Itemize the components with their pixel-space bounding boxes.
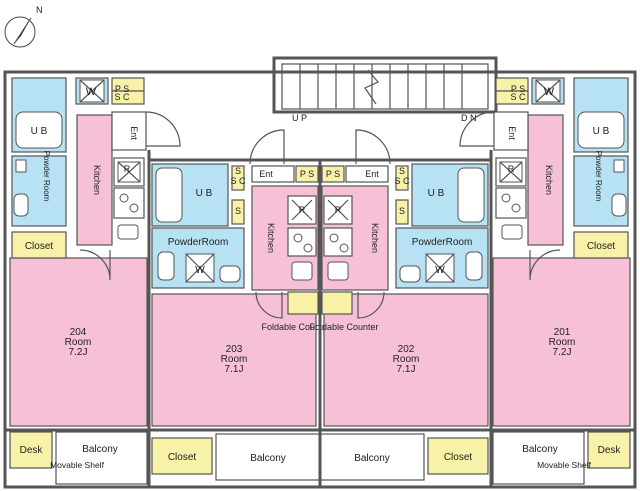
unit-202-closet-label: Closet bbox=[444, 452, 473, 463]
unit-201-closet-label: Closet bbox=[587, 241, 616, 252]
unit-203-number: 203 bbox=[226, 344, 243, 355]
unit-204-w-label: W bbox=[86, 86, 97, 98]
unit-202-closet bbox=[427, 437, 489, 475]
unit-202-powder-label: PowderRoom bbox=[412, 237, 473, 248]
unit-202-counter bbox=[321, 291, 353, 315]
unit-201-kitchen bbox=[527, 114, 564, 246]
unit-203-ps-label: P S bbox=[300, 169, 314, 179]
compass-north-label: N bbox=[36, 5, 43, 15]
unit-201-w-label: W bbox=[544, 86, 555, 98]
unit-204 bbox=[9, 77, 181, 485]
unit-202-size: 7.1J bbox=[397, 364, 416, 375]
unit-203-closet bbox=[151, 437, 213, 475]
unit-201-desk-label: Desk bbox=[598, 445, 622, 456]
unit-203-balcony-label: Balcony bbox=[250, 453, 286, 464]
unit-202-ub-label: U B bbox=[428, 188, 445, 199]
unit-203-size: 7.1J bbox=[225, 364, 244, 375]
unit-202-counter-label: Foldable Counter bbox=[309, 322, 378, 332]
unit-204-size: 7.2J bbox=[69, 347, 88, 358]
unit-203-counter-label: Foldable Counter bbox=[261, 322, 330, 332]
unit-204-kitchen bbox=[76, 114, 113, 246]
north-compass-icon: N bbox=[4, 5, 43, 48]
unit-204-closet bbox=[11, 231, 67, 259]
unit-202-room-label: Room bbox=[393, 354, 420, 365]
unit-204-closet-label: Closet bbox=[25, 241, 54, 252]
unit-203-s-label: S bbox=[235, 166, 241, 176]
unit-203-s2-label: S bbox=[235, 206, 241, 216]
unit-202-ps-label: P S bbox=[326, 169, 340, 179]
unit-201-shelf-label: Movable Shelf bbox=[537, 460, 592, 470]
unit-204-ent-label: Ent bbox=[129, 126, 139, 140]
unit-201-desk bbox=[587, 431, 631, 469]
unit-204-sc-label: S C bbox=[114, 92, 130, 102]
unit-201-ent-label: Ent bbox=[507, 126, 517, 140]
stair-up-label: U P bbox=[292, 113, 307, 123]
unit-203-kitchen-label: Kitchen bbox=[266, 223, 276, 253]
unit-201-room-label: Room bbox=[549, 337, 576, 348]
unit-202-s-label: S bbox=[399, 166, 405, 176]
unit-203 bbox=[151, 129, 321, 481]
unit-203-ent-label: Ent bbox=[259, 169, 273, 179]
unit-201-kitchen-label: Kitchen bbox=[544, 165, 554, 195]
unit-203-balcony bbox=[215, 433, 321, 481]
unit-204-shelf-label: Movable Shelf bbox=[50, 460, 105, 470]
unit-201 bbox=[459, 77, 631, 485]
unit-204-balcony-label: Balcony bbox=[82, 444, 118, 455]
unit-201-balcony bbox=[492, 431, 585, 485]
unit-204-powder-label: Powder Room bbox=[42, 151, 51, 202]
unit-202-ent-label: Ent bbox=[365, 169, 379, 179]
unit-201-number: 201 bbox=[554, 327, 571, 338]
unit-202-room bbox=[323, 293, 489, 427]
unit-204-desk-label: Desk bbox=[20, 445, 44, 456]
unit-201-ub-label: U B bbox=[593, 126, 610, 137]
unit-202-w-label: W bbox=[435, 265, 445, 276]
unit-204-balcony bbox=[55, 431, 148, 485]
unit-202-number: 202 bbox=[398, 344, 415, 355]
stair-hall-wall bbox=[272, 56, 498, 114]
unit-204-room bbox=[9, 257, 148, 427]
unit-203-counter bbox=[287, 291, 319, 315]
unit-203-ub-label: U B bbox=[196, 188, 213, 199]
stairs bbox=[281, 63, 489, 110]
unit-201-balcony-label: Balcony bbox=[522, 444, 558, 455]
unit-204-kitchen-label: Kitchen bbox=[92, 165, 102, 195]
unit-201-room bbox=[492, 257, 631, 427]
unit-203-w-label: W bbox=[195, 265, 205, 276]
unit-203-c-label: S C bbox=[230, 176, 246, 186]
unit-201-powder-label: Powder Room bbox=[594, 151, 603, 202]
unit-204-room-label: Room bbox=[65, 337, 92, 348]
unit-201-size: 7.2J bbox=[553, 347, 572, 358]
unit-204-ps-label: P S bbox=[115, 84, 129, 94]
unit-203-room-label: Room bbox=[221, 354, 248, 365]
unit-201-ps-label: P S bbox=[511, 84, 525, 94]
unit-204-ub-label: U B bbox=[31, 126, 48, 137]
unit-204-r-label: R bbox=[124, 164, 131, 174]
unit-202-c-label: S C bbox=[394, 176, 410, 186]
unit-203-closet-label: Closet bbox=[168, 452, 197, 463]
unit-202-balcony-label: Balcony bbox=[354, 453, 390, 464]
unit-203-powder-label: PowderRoom bbox=[168, 237, 229, 248]
unit-204-desk bbox=[9, 431, 53, 469]
unit-201-closet bbox=[573, 231, 629, 259]
unit-202-kitchen-label: Kitchen bbox=[370, 223, 380, 253]
stair-down-label: D N bbox=[461, 113, 477, 123]
unit-203-room bbox=[151, 293, 317, 427]
unit-201-r-label: R bbox=[508, 164, 515, 174]
unit-202-s2-label: S bbox=[399, 206, 405, 216]
unit-201-sc-label: S C bbox=[510, 92, 526, 102]
unit-202-r-label: R bbox=[335, 205, 342, 215]
unit-203-r-label: R bbox=[299, 205, 306, 215]
unit-204-number: 204 bbox=[70, 327, 87, 338]
